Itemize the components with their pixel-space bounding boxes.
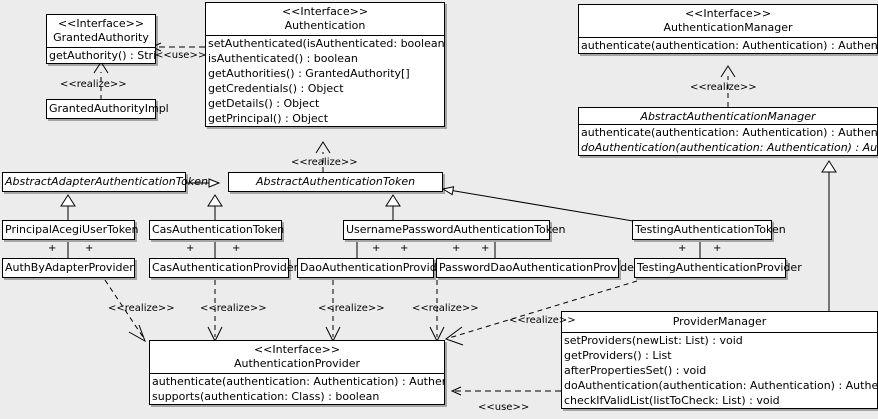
mult-principal-left: +: [48, 243, 57, 254]
authentication-name: Authentication: [284, 19, 366, 32]
class-authentication-provider[interactable]: <<Interface>> AuthenticationProvider aut…: [149, 340, 445, 405]
member-authenticate: authenticate(authentication: Authenticat…: [152, 375, 444, 388]
mult-testing-left: +: [678, 243, 687, 254]
mult-cas-right: +: [232, 243, 241, 254]
abstract-authentication-token-name: AbstractAuthenticationToken: [255, 175, 416, 188]
authentication-stereotype: <<Interface>>: [281, 5, 369, 18]
member-checkifvalidlist: checkIfValidList(listToCheck: List) : vo…: [564, 394, 780, 407]
label-realize-dao: <<realize>>: [318, 303, 385, 314]
member-getauthority: getAuthority() : String: [49, 49, 155, 62]
edge-generalize-principalacegi: [60, 194, 76, 220]
label-realize-auth-by-adapter: <<realize>>: [108, 303, 175, 314]
mult-username-right: +: [400, 243, 409, 254]
granted-authority-divider: [47, 47, 155, 48]
abstract-authentication-manager-name: AbstractAuthenticationManager: [640, 110, 816, 123]
class-testing-authentication-provider[interactable]: TestingAuthenticationProvider: [634, 258, 802, 278]
mult-principal-right: +: [85, 243, 94, 254]
mult-testing-right: +: [713, 243, 722, 254]
authentication-manager-stereotype: <<Interface>>: [684, 7, 772, 20]
edge-generalize-usernamepasswordtoken: [385, 194, 401, 220]
label-realize-granted-authority: <<realize>>: [60, 79, 127, 90]
authentication-divider: [206, 35, 444, 36]
abstract-authentication-manager-divider: [579, 124, 877, 125]
label-use-authentication-granted: <<use>>: [155, 50, 207, 61]
member-getproviders: getProviders() : List: [564, 349, 672, 362]
password-dao-authentication-provider-name: PasswordDaoAuthenticationProvider: [439, 261, 639, 274]
dao-authentication-provider-name: DaoAuthenticationProvider: [300, 261, 448, 274]
username-password-authentication-token-name: UsernamePasswordAuthenticationToken: [346, 223, 566, 236]
class-granted-authority-impl[interactable]: GrantedAuthorityImpl: [46, 99, 169, 119]
label-use-provider-manager: <<use>>: [478, 402, 530, 413]
mult-username-left: +: [372, 243, 381, 254]
label-realize-password-dao: <<realize>>: [412, 303, 479, 314]
testing-authentication-provider-name: TestingAuthenticationProvider: [637, 261, 802, 274]
authentication-manager-name: AuthenticationManager: [663, 21, 793, 34]
mult-username-right2: +: [481, 243, 490, 254]
class-abstract-authentication-token[interactable]: AbstractAuthenticationToken: [228, 172, 443, 192]
member-getdetails: getDetails() : Object: [208, 97, 320, 110]
authentication-provider-divider: [150, 373, 444, 374]
authentication-provider-name: AuthenticationProvider: [233, 357, 361, 370]
label-realize-authentication-token: <<realize>>: [291, 157, 358, 168]
class-authentication[interactable]: <<Interface>> Authentication setAuthenti…: [205, 2, 445, 127]
edge-generalize-castoken: [207, 194, 223, 220]
class-abstract-authentication-manager[interactable]: AbstractAuthenticationManager authentica…: [578, 107, 878, 156]
class-abstract-adapter-authentication-token[interactable]: AbstractAdapterAuthenticationToken: [2, 172, 208, 192]
authentication-manager-divider: [579, 37, 877, 38]
class-granted-authority[interactable]: <<Interface>> GrantedAuthority getAuthor…: [46, 14, 156, 64]
provider-manager-members: setProviders(newList: List) : void getPr…: [562, 333, 877, 408]
cas-authentication-token-name: CasAuthenticationToken: [152, 223, 285, 236]
class-provider-manager[interactable]: ProviderManager setProviders(newList: Li…: [561, 311, 878, 409]
edge-generalize-providermanager: [821, 160, 837, 311]
label-realize-cas: <<realize>>: [200, 303, 267, 314]
abstract-authentication-manager-members: authenticate(authentication: Authenticat…: [579, 125, 877, 155]
member-getauthorities: getAuthorities() : GrantedAuthority[]: [208, 67, 410, 80]
abstract-adapter-authentication-token-name: AbstractAdapterAuthenticationToken: [5, 175, 208, 188]
class-username-password-authentication-token[interactable]: UsernamePasswordAuthenticationToken: [343, 220, 566, 240]
member-getcredentials: getCredentials() : Object: [208, 82, 344, 95]
principal-acegi-user-token-name: PrincipalAcegiUserToken: [5, 223, 139, 236]
authentication-members: setAuthenticated(isAuthenticated: boolea…: [206, 36, 444, 126]
granted-authority-impl-name: GrantedAuthorityImpl: [49, 102, 169, 115]
testing-authentication-token-name: TestingAuthenticationToken: [635, 223, 786, 236]
member-afterpropertiesset: afterPropertiesSet() : void: [564, 364, 707, 377]
granted-authority-name: GrantedAuthority: [53, 31, 149, 44]
member-doauthentication: doAuthentication(authentication: Authent…: [581, 141, 877, 154]
class-cas-authentication-provider[interactable]: CasAuthenticationProvider: [149, 258, 299, 278]
member-setauthenticated: setAuthenticated(isAuthenticated: boolea…: [208, 37, 444, 50]
auth-by-adapter-provider-name: AuthByAdapterProvider: [5, 261, 134, 274]
mult-username-left2: +: [452, 243, 461, 254]
class-principal-acegi-user-token[interactable]: PrincipalAcegiUserToken: [2, 220, 139, 240]
member-supports: supports(authentication: Class) : boolea…: [152, 390, 380, 403]
member-setproviders: setProviders(newList: List) : void: [564, 334, 743, 347]
class-auth-by-adapter-provider[interactable]: AuthByAdapterProvider: [2, 258, 135, 278]
edge-generalize-testingtoken: [441, 186, 640, 223]
class-authentication-manager[interactable]: <<Interface>> AuthenticationManager auth…: [578, 4, 878, 54]
label-realize-authentication-manager: <<realize>>: [690, 82, 757, 93]
class-dao-authentication-provider[interactable]: DaoAuthenticationProvider: [297, 258, 448, 278]
provider-manager-name: ProviderManager: [672, 315, 767, 328]
mult-cas-left: +: [186, 243, 195, 254]
granted-authority-stereotype: <<Interface>>: [57, 17, 145, 30]
class-cas-authentication-token[interactable]: CasAuthenticationToken: [149, 220, 285, 240]
label-realize-testing: <<realize>>: [509, 315, 576, 326]
provider-manager-divider: [562, 332, 877, 333]
class-testing-authentication-token[interactable]: TestingAuthenticationToken: [632, 220, 786, 240]
member-authenticate: authenticate(authentication: Authenticat…: [581, 39, 877, 52]
authentication-provider-members: authenticate(authentication: Authenticat…: [150, 374, 444, 404]
authentication-provider-stereotype: <<Interface>>: [253, 343, 341, 356]
member-authenticate: authenticate(authentication: Authenticat…: [581, 126, 877, 139]
member-doauthentication: doAuthentication(authentication: Authent…: [564, 379, 877, 392]
authentication-manager-members: authenticate(authentication: Authenticat…: [579, 38, 877, 53]
cas-authentication-provider-name: CasAuthenticationProvider: [152, 261, 299, 274]
granted-authority-members: getAuthority() : String: [47, 48, 155, 63]
member-getprincipal: getPrincipal() : Object: [208, 112, 329, 125]
class-password-dao-authentication-provider[interactable]: PasswordDaoAuthenticationProvider: [436, 258, 639, 278]
member-isauthenticated: isAuthenticated() : boolean: [208, 52, 358, 65]
